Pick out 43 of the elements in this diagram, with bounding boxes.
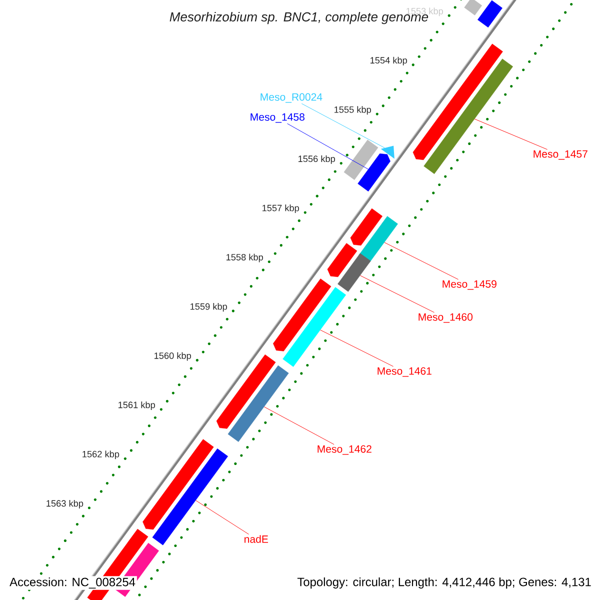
scale-label: 1554 kbp [370, 56, 407, 66]
scale-label: 1555 kbp [334, 106, 371, 115]
gene-label: Meso_R0024 [260, 93, 322, 103]
gene-feature [338, 253, 371, 292]
leader-line [264, 406, 334, 445]
gene-feature [282, 287, 346, 367]
gene-feature [358, 153, 390, 192]
leader-line [287, 123, 368, 170]
gene-feature [358, 216, 398, 263]
gene-feature [142, 439, 214, 530]
gene-feature [327, 243, 358, 278]
genome-info: Topology: circular; Length: 4,412,446 bp; Genes: 4,131 [296, 576, 593, 590]
gene-label: Meso_1458 [250, 113, 304, 123]
gene-label: Meso_1461 [378, 367, 432, 377]
gene-feature [273, 278, 332, 352]
leader-line [360, 275, 434, 313]
gene-feature [152, 448, 228, 546]
gene-label: Meso_1457 [534, 150, 588, 160]
scale-label: 1557 kbp [262, 204, 299, 214]
gene-label: Meso_1459 [442, 280, 496, 290]
leader-line [301, 103, 385, 148]
leader-line [474, 118, 548, 150]
scale-label: 1559 kbp [190, 303, 227, 312]
scale-label: 1562 kbp [82, 450, 120, 460]
gene-feature [464, 0, 482, 16]
gene-label: Meso_1460 [418, 313, 473, 323]
gene-feature [424, 58, 513, 174]
accession-text: Accession: NC_008254 [8, 576, 137, 590]
scale-label: 1558 kbp [226, 254, 263, 262]
gene-feature [350, 208, 382, 246]
gene-feature [228, 365, 289, 442]
scale-label: 1561 kbp [118, 401, 155, 410]
leader-line [384, 242, 459, 280]
gene-feature [412, 44, 503, 160]
scale-label: 1563 kbp [46, 500, 84, 508]
scale-label: 1556 kbp [298, 155, 335, 164]
gene-feature [344, 140, 378, 180]
scale-label: 1560 kbp [154, 352, 191, 361]
gene-feature [216, 354, 276, 429]
gene-label: Meso_1462 [318, 445, 372, 455]
gene-label: nadE [244, 535, 268, 543]
gene-feature [380, 146, 394, 159]
gene-feature [478, 0, 502, 28]
